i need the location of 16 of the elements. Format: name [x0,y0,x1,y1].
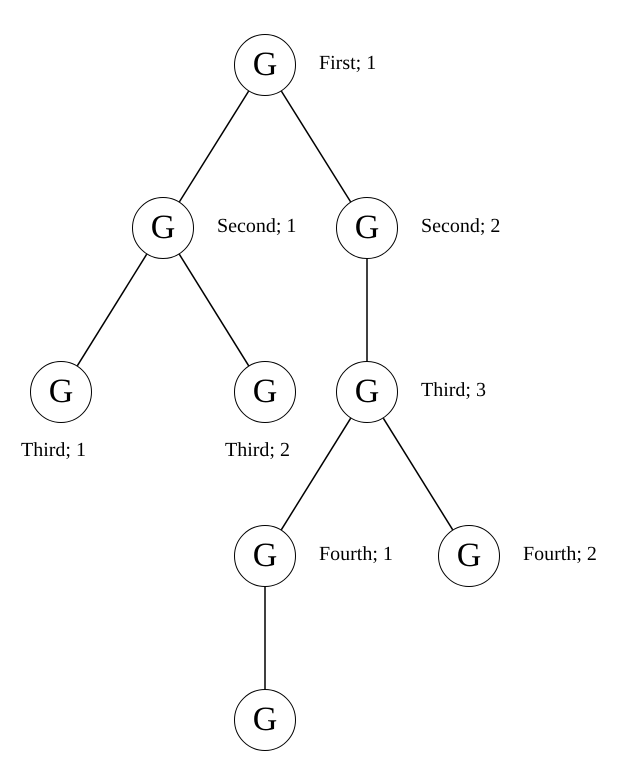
node-label: First; 1 [319,53,376,73]
connector-line [280,418,352,530]
connector-line [264,587,266,689]
connector-line [178,90,250,202]
connector-line [76,254,148,366]
connector-line [280,90,352,202]
node-label: Fourth; 1 [319,544,393,564]
node-label: Third; 2 [225,440,290,460]
node-label: Third; 3 [421,380,486,400]
node-label: Fourth; 2 [523,544,597,564]
node-label: Second; 1 [217,216,296,236]
connector-line [382,418,454,530]
connector-line [178,254,250,366]
connector-line [366,259,368,361]
node-label: Second; 2 [421,216,500,236]
node-label: Third; 1 [21,440,86,460]
